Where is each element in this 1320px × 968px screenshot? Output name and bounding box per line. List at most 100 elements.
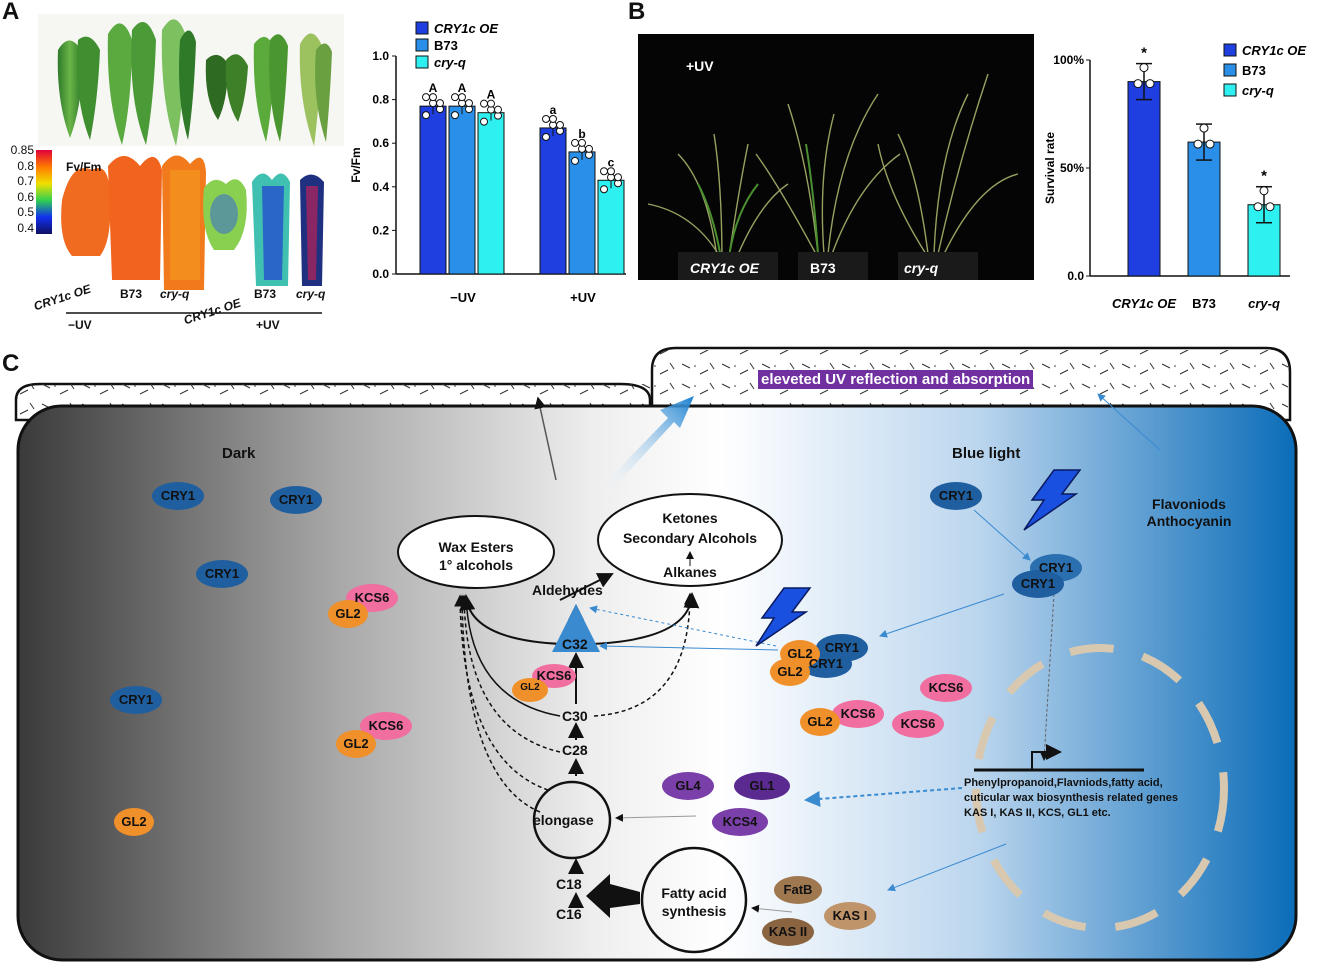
kas1-label: KAS I bbox=[832, 908, 868, 923]
data-point bbox=[1133, 79, 1143, 89]
cry1-label: CRY1 bbox=[278, 492, 314, 507]
bar bbox=[448, 105, 476, 275]
x-tick-label: cry-q bbox=[1248, 296, 1280, 311]
significance-letter: a bbox=[550, 103, 557, 117]
signaling-arrows bbox=[589, 509, 1055, 892]
ketones-node bbox=[597, 493, 783, 587]
significance-letter: c bbox=[608, 155, 615, 169]
panel-label-c: C bbox=[2, 350, 20, 377]
legend-label: B73 bbox=[1242, 63, 1266, 78]
kcs6-label: KCS6 bbox=[368, 718, 404, 733]
data-point bbox=[1259, 186, 1269, 196]
secondary-alcohols-text: Secondary Alcohols bbox=[622, 530, 758, 546]
cry1-label: CRY1 bbox=[1020, 576, 1056, 591]
significance-letter: A bbox=[429, 81, 438, 95]
kas2-label: KAS II bbox=[768, 924, 808, 939]
nucleus bbox=[972, 644, 1228, 932]
fvfm-images bbox=[61, 155, 324, 290]
gl2-label: GL2 bbox=[520, 682, 540, 693]
cry1-label: CRY1 bbox=[1038, 560, 1074, 575]
bar bbox=[539, 127, 567, 275]
gl2-label: GL2 bbox=[787, 646, 813, 661]
y-tick-label: 0.2 bbox=[372, 223, 389, 237]
wax-transport-arrow bbox=[600, 396, 694, 494]
legend-swatch bbox=[415, 38, 429, 52]
colorbar-tick: 0.5 bbox=[17, 205, 34, 220]
photo-condition-label: +UV bbox=[686, 58, 714, 74]
y-axis-label: Survival rate bbox=[1043, 132, 1057, 204]
genes-text-line: cuticular wax biosynthesis related genes bbox=[964, 792, 1178, 804]
y-tick-label: 0.8 bbox=[372, 93, 389, 107]
y-tick-label: 50% bbox=[1060, 161, 1084, 175]
gl2-label: GL2 bbox=[777, 664, 803, 679]
significance-letter: b bbox=[578, 127, 585, 141]
data-point bbox=[1265, 202, 1275, 212]
kcs6-label: KCS6 bbox=[354, 590, 390, 605]
kcs4-label: KCS4 bbox=[722, 814, 758, 829]
plants-photo bbox=[638, 34, 1034, 280]
cry1-label: CRY1 bbox=[938, 488, 974, 503]
flavonoid-arrow bbox=[1097, 393, 1161, 451]
blue-light-label: Blue light bbox=[952, 445, 1021, 462]
colorbar-tick: 0.6 bbox=[17, 189, 34, 204]
significance-letter: A bbox=[458, 81, 467, 95]
kas-proteins bbox=[762, 876, 876, 946]
gl2-label: GL2 bbox=[335, 606, 361, 621]
cry1-label: CRY1 bbox=[808, 656, 844, 671]
legend-label: cry-q bbox=[434, 55, 466, 70]
x-tick-label: CRY1c OE bbox=[1112, 296, 1176, 311]
synthesis-text: synthesis bbox=[661, 903, 727, 919]
fvfm-image-label: Fv/Fm bbox=[66, 160, 102, 174]
gl4-label: GL4 bbox=[675, 778, 701, 793]
elongation-pathway bbox=[454, 573, 748, 954]
leaf-shapes bbox=[57, 19, 332, 147]
gl1-label: GL1 bbox=[749, 778, 775, 793]
fatty-acid-label: Fatty acid synthesis bbox=[646, 884, 742, 920]
bar bbox=[568, 151, 596, 275]
gl2-label: GL2 bbox=[121, 814, 147, 829]
lightning-icon bbox=[1023, 469, 1082, 531]
secretion-arrow bbox=[534, 396, 557, 481]
uv-reflection-banner: eleveted UV reflection and absorption bbox=[758, 370, 1034, 389]
c18-label: C18 bbox=[556, 876, 582, 892]
purple-proteins bbox=[662, 772, 790, 836]
y-tick-label: 100% bbox=[1053, 53, 1084, 67]
bar bbox=[597, 179, 625, 275]
gl2-label: GL2 bbox=[343, 736, 369, 751]
significance-star: * bbox=[1261, 168, 1267, 185]
condition-minus-uv: −UV bbox=[68, 318, 92, 332]
colorbar-ticks: 0.85 0.8 0.7 0.6 0.5 0.4 bbox=[2, 143, 34, 237]
condition-plus-uv: +UV bbox=[256, 318, 280, 332]
data-point bbox=[436, 99, 444, 108]
data-point bbox=[571, 156, 579, 165]
c16-label: C16 bbox=[556, 906, 582, 922]
photo-label: cry-q bbox=[904, 260, 939, 276]
cry1-proteins bbox=[110, 482, 1082, 714]
y-tick-label: 0.0 bbox=[1067, 269, 1084, 283]
target-genes-label: Phenylpropanoid,Flavniods,fatty acid, cu… bbox=[964, 776, 1244, 821]
data-point bbox=[1139, 63, 1149, 73]
data-point bbox=[1199, 123, 1209, 133]
colorbar-tick: 0.85 bbox=[10, 143, 34, 157]
flavonoids-text: Flavoniods bbox=[1152, 496, 1226, 512]
kcs6-label: KCS6 bbox=[900, 716, 936, 731]
panel-label-b: B bbox=[628, 0, 646, 25]
ketones-text: Ketones bbox=[662, 510, 718, 526]
y-tick-label: 0.4 bbox=[372, 180, 389, 194]
data-point bbox=[1193, 139, 1203, 149]
cry1-label: CRY1 bbox=[118, 692, 154, 707]
bar bbox=[477, 112, 505, 275]
legend-swatch bbox=[1223, 83, 1237, 97]
promoter-icon bbox=[1031, 744, 1062, 770]
legend-swatch bbox=[1223, 43, 1237, 57]
genes-text-line: Phenylpropanoid,Flavniods,fatty acid, bbox=[964, 777, 1163, 789]
legend-label: cry-q bbox=[1242, 83, 1274, 98]
kcs6-proteins bbox=[346, 584, 972, 740]
data-point bbox=[1253, 202, 1263, 212]
legend-label: CRY1c OE bbox=[434, 21, 498, 36]
genes-text-line: KAS I, KAS II, KCS, GL1 etc. bbox=[964, 807, 1111, 819]
anthocyanin-text: Anthocyanin bbox=[1146, 513, 1232, 529]
data-point bbox=[429, 93, 437, 102]
